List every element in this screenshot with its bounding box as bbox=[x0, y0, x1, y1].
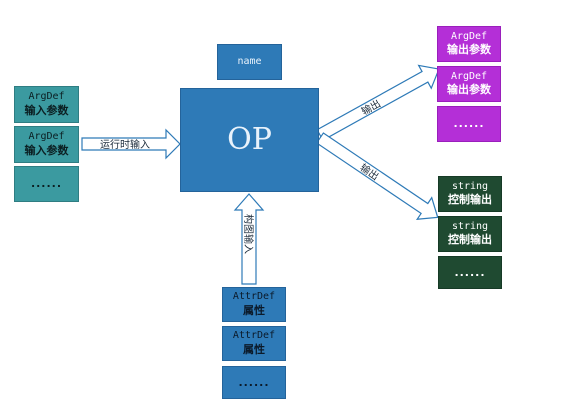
control-output-type: string bbox=[451, 180, 489, 192]
attrdef-more-box: ...... bbox=[222, 366, 286, 399]
attrdef-box-2: AttrDef 属性 bbox=[222, 326, 286, 361]
attrdef-desc: 属性 bbox=[243, 303, 265, 317]
runtime-input-arrow bbox=[81, 128, 181, 160]
output-argdef-desc: 输出参数 bbox=[447, 43, 491, 57]
op-box-label: OP bbox=[227, 122, 272, 158]
compile-input-arrow bbox=[233, 193, 265, 285]
attrdef-desc: 属性 bbox=[243, 342, 265, 356]
output-top-arrow bbox=[316, 64, 440, 142]
control-output-type: string bbox=[451, 220, 489, 232]
input-argdef-type: ArgDef bbox=[28, 131, 65, 143]
compile-input-label: 构图输入 bbox=[242, 214, 255, 254]
control-output-desc: 控制输出 bbox=[448, 233, 492, 247]
output-argdef-box-2: ArgDef 输出参数 bbox=[437, 66, 501, 102]
control-output-desc: 控制输出 bbox=[448, 193, 492, 207]
output-argdef-desc: 输出参数 bbox=[447, 83, 491, 97]
name-box: name bbox=[217, 44, 282, 80]
input-more-dots: ...... bbox=[30, 177, 63, 191]
input-argdef-type: ArgDef bbox=[28, 91, 65, 103]
output-more-dots: ...... bbox=[453, 117, 485, 131]
output-argdef-box-1: ArgDef 输出参数 bbox=[437, 26, 501, 62]
control-more-dots: ...... bbox=[454, 265, 486, 279]
output-argdef-type: ArgDef bbox=[450, 30, 488, 42]
output-more-box: ...... bbox=[437, 106, 501, 142]
input-more-box: ...... bbox=[14, 166, 79, 202]
attrdef-type: AttrDef bbox=[232, 291, 276, 303]
input-argdef-box-2: ArgDef 输入参数 bbox=[14, 126, 79, 163]
op-box: OP bbox=[180, 88, 319, 192]
input-argdef-box-1: ArgDef 输入参数 bbox=[14, 86, 79, 123]
attrdef-box-1: AttrDef 属性 bbox=[222, 287, 286, 322]
output-argdef-type: ArgDef bbox=[450, 70, 488, 82]
name-box-label: name bbox=[237, 55, 262, 67]
output-bottom-arrow bbox=[315, 132, 439, 220]
runtime-input-label: 运行时输入 bbox=[100, 138, 150, 151]
control-output-box-2: string 控制输出 bbox=[438, 216, 502, 252]
control-more-box: ...... bbox=[438, 256, 502, 289]
attrdef-more-dots: ...... bbox=[238, 375, 270, 389]
input-argdef-desc: 输入参数 bbox=[24, 143, 69, 157]
control-output-box-1: string 控制输出 bbox=[438, 176, 502, 212]
input-argdef-desc: 输入参数 bbox=[24, 103, 69, 117]
attrdef-type: AttrDef bbox=[232, 330, 276, 342]
